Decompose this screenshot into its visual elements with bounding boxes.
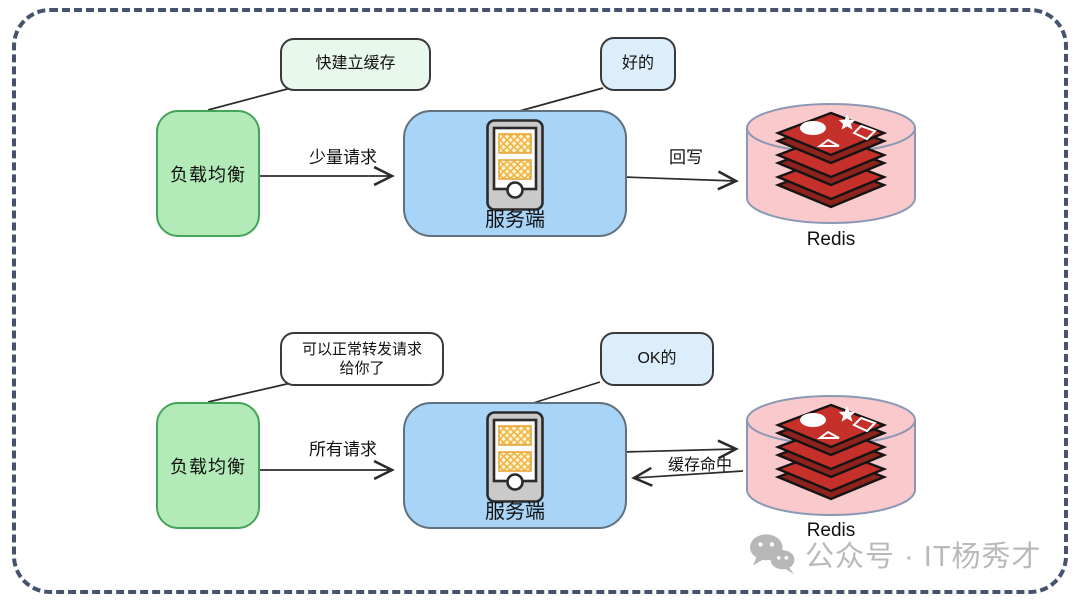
line-lb1-to-bubble	[207, 87, 292, 111]
lb-speech-text: 可以正常转发请求 给你了	[301, 340, 422, 378]
server-label: 服务端	[485, 209, 545, 231]
server-node: 服务端	[403, 110, 627, 237]
cache-hit-arrow-label: 缓存命中	[667, 457, 732, 474]
redis-logo-icon	[774, 111, 888, 209]
server-speech-text: OK的	[637, 349, 677, 367]
lb-speech-text: 快建立缓存	[315, 55, 396, 73]
redis-label: Redis	[806, 520, 856, 541]
wechat-icon	[750, 534, 795, 575]
arrow-server2-to-redis2	[622, 439, 739, 460]
load-balancer-node: 负载均衡	[156, 110, 260, 237]
phone-icon	[486, 119, 544, 211]
lb-speech-bubble: 可以正常转发请求 给你了	[280, 332, 444, 386]
line-server2-to-bubble	[529, 381, 601, 405]
load-balancer-label: 负载均衡	[170, 164, 246, 185]
server-speech-text: 好的	[621, 54, 654, 72]
arrow-redis2-to-server2	[631, 466, 744, 487]
request-arrow-label: 少量请求	[309, 148, 377, 167]
load-balancer-label: 负载均衡	[170, 456, 246, 477]
request-arrow-label: 所有请求	[309, 440, 377, 459]
server-speech-bubble: OK的	[600, 332, 714, 386]
redis-logo-icon	[774, 403, 888, 501]
line-server1-to-bubble	[515, 87, 604, 113]
writeback-arrow-label: 回写	[669, 148, 703, 167]
watermark: 公众号 · IT杨秀才	[748, 532, 1042, 576]
server-node: 服务端	[403, 402, 627, 529]
watermark-text: 公众号 · IT杨秀才	[805, 541, 1042, 573]
phone-icon	[486, 411, 544, 503]
line-lb2-to-bubble	[207, 382, 292, 403]
redis-cylinder	[746, 395, 916, 516]
arrow-server1-to-redis1	[622, 170, 739, 191]
server-label: 服务端	[485, 501, 545, 523]
server-speech-bubble: 好的	[600, 37, 676, 91]
lb-speech-bubble: 快建立缓存	[280, 38, 431, 91]
redis-label: Redis	[806, 229, 856, 250]
load-balancer-node: 负载均衡	[156, 402, 260, 529]
redis-cylinder	[746, 103, 916, 224]
